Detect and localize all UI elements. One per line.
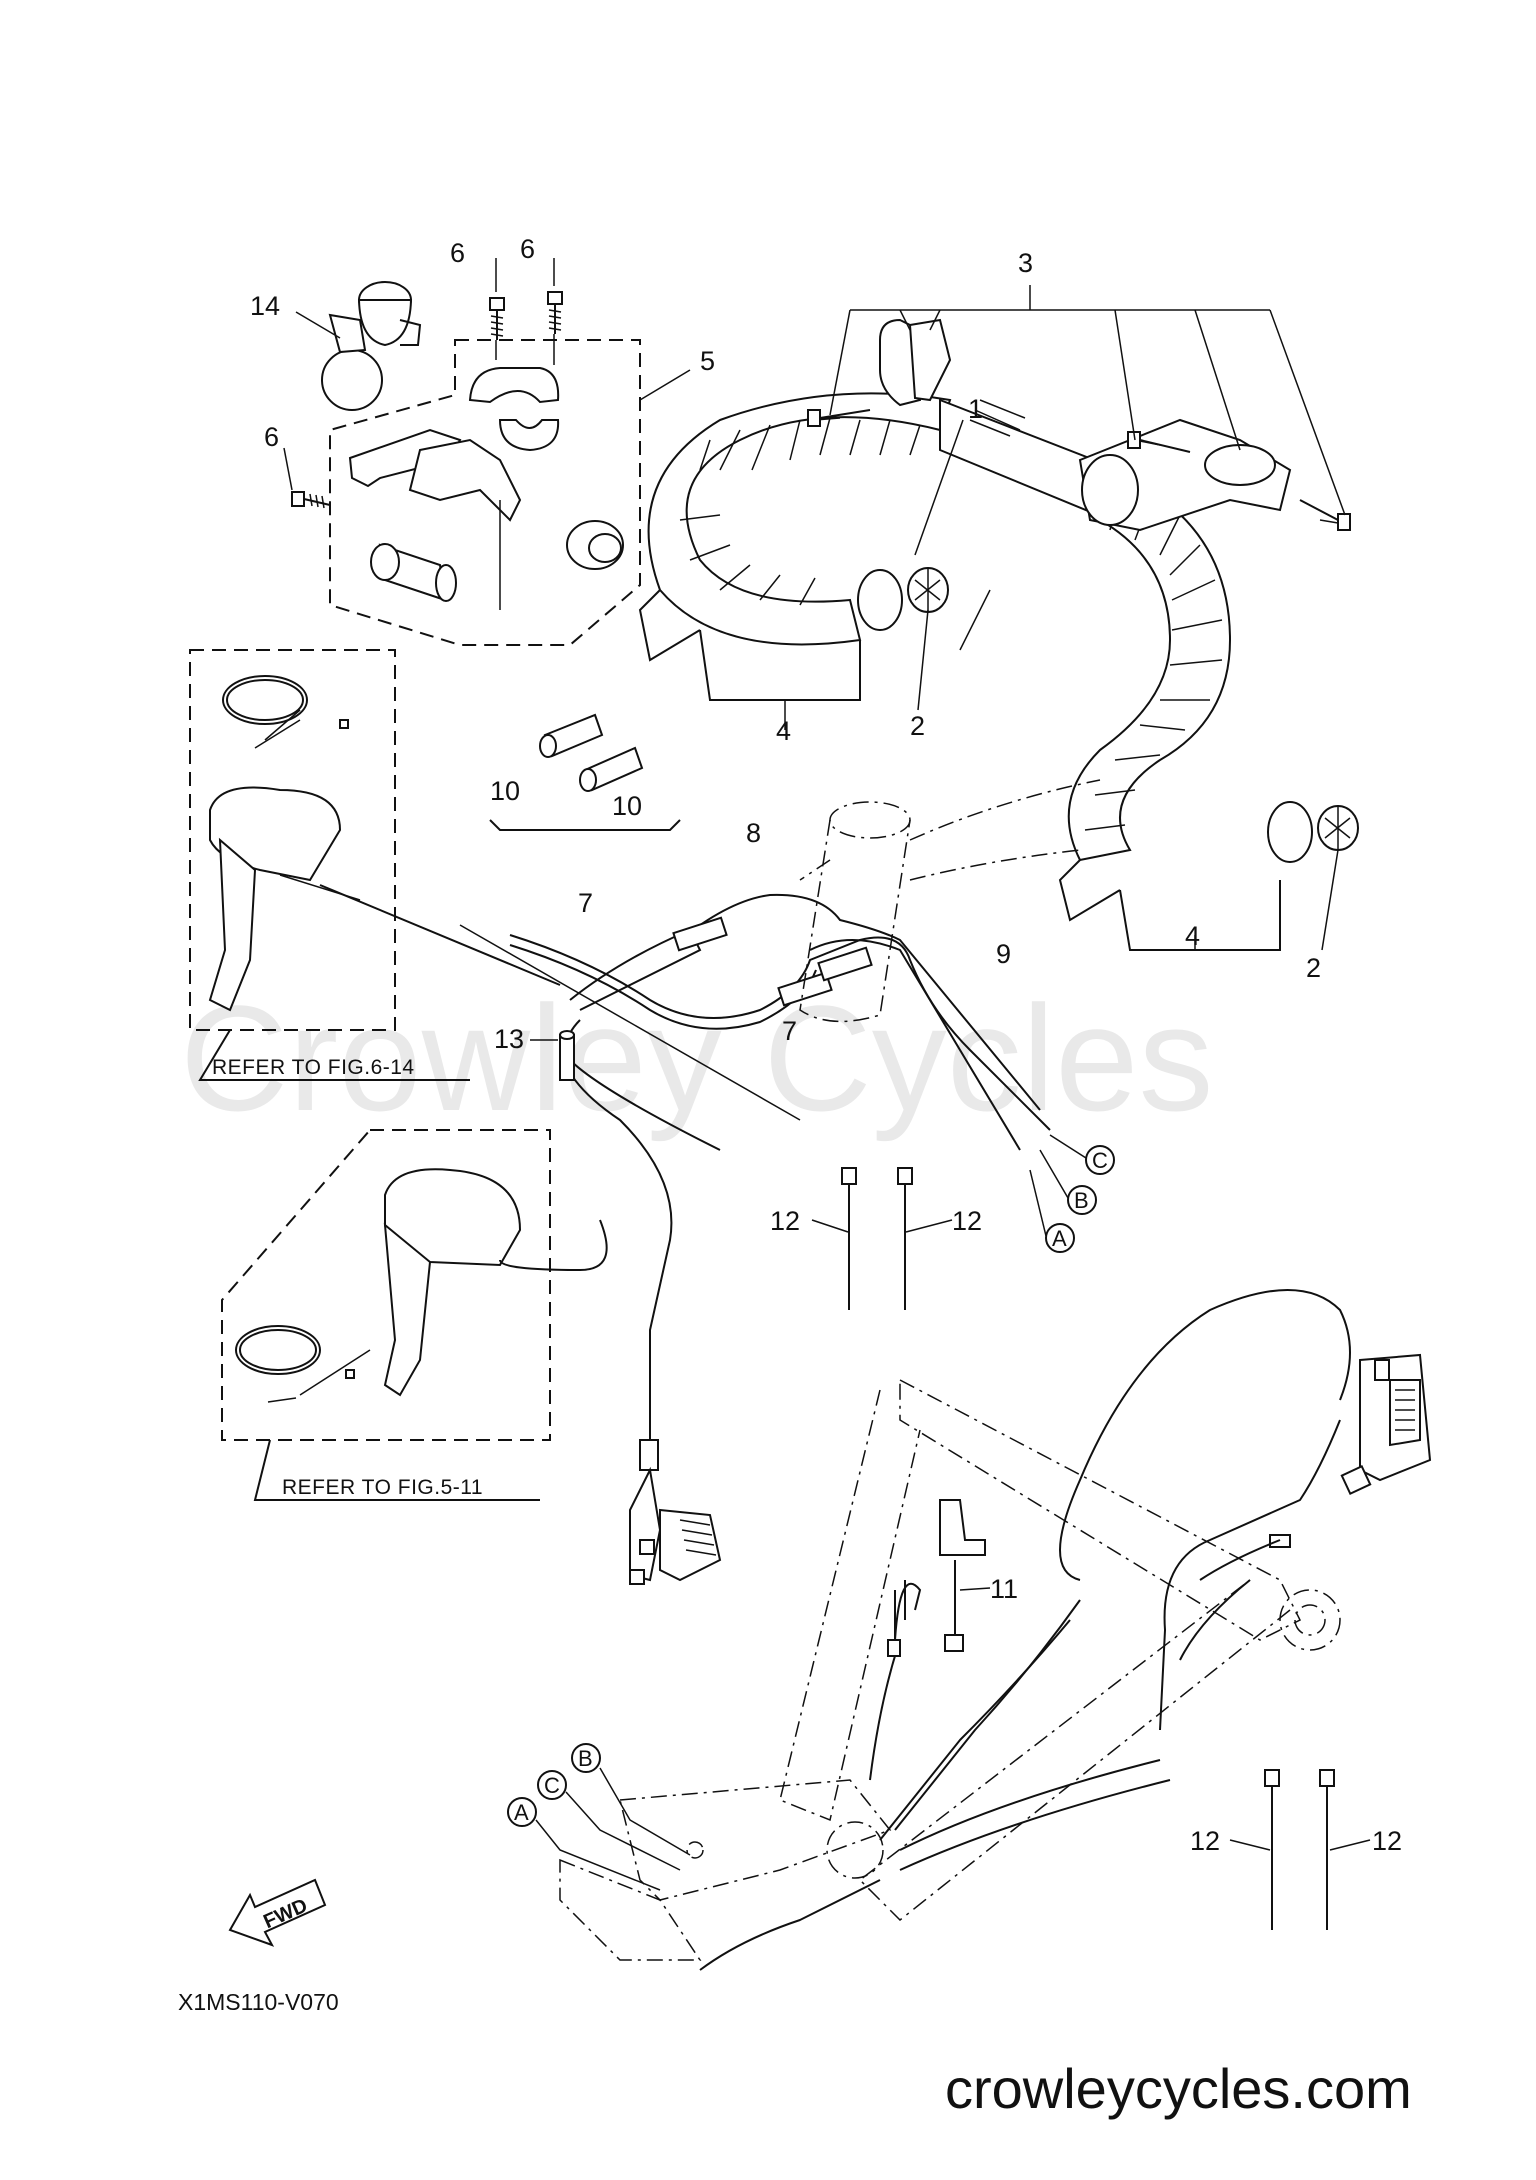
svg-text:6: 6	[520, 234, 535, 264]
svg-text:10: 10	[490, 776, 520, 806]
svg-text:C: C	[1092, 1148, 1108, 1173]
stem-part[interactable]	[814, 318, 1351, 532]
svg-text:4: 4	[776, 716, 791, 746]
screw-part[interactable]	[1299, 499, 1351, 531]
bell-mount-group	[283, 258, 691, 646]
callout-labels: 1 2 2 3 4 4 5 6 6 6 7 7 8 9 10 10 11 12 …	[250, 234, 1402, 1856]
svg-text:5: 5	[700, 346, 715, 376]
cable-part[interactable]	[499, 893, 1051, 1450]
shift-lever-part[interactable]	[208, 675, 361, 1012]
end-plug-part[interactable]	[857, 567, 949, 631]
svg-text:2: 2	[1306, 953, 1321, 983]
svg-text:12: 12	[1190, 1826, 1220, 1856]
svg-text:6: 6	[264, 422, 279, 452]
svg-text:12: 12	[770, 1206, 800, 1236]
site-url[interactable]: crowleycycles.com	[945, 2057, 1412, 2120]
fwd-arrow-icon: FWD	[228, 1878, 327, 1947]
svg-text:7: 7	[578, 888, 593, 918]
frame-head-tube	[799, 779, 1101, 1023]
diagram-id: X1MS110-V070	[178, 1989, 339, 2015]
spacer-part[interactable]	[566, 520, 624, 570]
lever-box-top-outline	[189, 649, 396, 1031]
connector-markers-right: C B A	[1029, 1134, 1115, 1253]
svg-text:4: 4	[1185, 921, 1200, 951]
refer-fig6-label: REFER TO FIG.6-14	[212, 1056, 415, 1079]
cable-tie-part[interactable]	[1264, 1769, 1280, 1930]
cable-tie-part[interactable]	[841, 1167, 857, 1310]
svg-text:12: 12	[1372, 1826, 1402, 1856]
svg-text:9: 9	[996, 939, 1011, 969]
svg-text:11: 11	[990, 1574, 1018, 1604]
lever-box-bottom-outline	[221, 1129, 551, 1441]
svg-text:13: 13	[494, 1024, 524, 1054]
cable-tie-part[interactable]	[897, 1167, 913, 1310]
screw-part[interactable]	[547, 291, 563, 334]
svg-text:7: 7	[782, 1016, 797, 1046]
svg-text:8: 8	[746, 818, 761, 848]
screw-part[interactable]	[489, 297, 505, 340]
refer-fig5-label: REFER TO FIG.5-11	[282, 1476, 483, 1499]
end-plug-part[interactable]	[1267, 801, 1359, 863]
watermark: Crowley Cycles	[180, 974, 1214, 1142]
svg-text:1: 1	[968, 394, 983, 424]
screw-part[interactable]	[807, 409, 871, 427]
handlebar-part[interactable]	[638, 392, 1232, 922]
svg-text:12: 12	[952, 1206, 982, 1236]
cable-spacer-part[interactable]	[539, 713, 604, 758]
screw-part[interactable]	[291, 491, 331, 509]
svg-text:A: A	[514, 1800, 529, 1825]
svg-text:3: 3	[1018, 248, 1033, 278]
cable-tie-part[interactable]	[1319, 1769, 1335, 1930]
svg-text:B: B	[578, 1746, 593, 1771]
connector-markers-left: B C A	[507, 1743, 691, 1891]
bracket-assembly-outline	[329, 339, 641, 646]
svg-text:B: B	[1074, 1188, 1089, 1213]
svg-text:2: 2	[910, 711, 925, 741]
cable-guide-part[interactable]	[887, 1499, 986, 1657]
svg-text:C: C	[544, 1773, 560, 1798]
bell-part[interactable]	[321, 281, 422, 411]
spacer-part[interactable]	[370, 543, 457, 602]
rear-caliper-part[interactable]	[1340, 1353, 1432, 1496]
brake-hose-part[interactable]	[699, 1289, 1351, 1971]
svg-text:A: A	[1052, 1226, 1067, 1251]
front-caliper-part[interactable]	[629, 1439, 722, 1585]
frame-outline	[559, 1378, 1341, 1961]
svg-text:14: 14	[250, 291, 280, 321]
pin-part[interactable]	[559, 1030, 575, 1081]
cable-spacer-part[interactable]	[579, 746, 644, 792]
svg-text:6: 6	[450, 238, 465, 268]
brake-lever-part[interactable]	[235, 1168, 522, 1403]
svg-text:10: 10	[612, 791, 642, 821]
